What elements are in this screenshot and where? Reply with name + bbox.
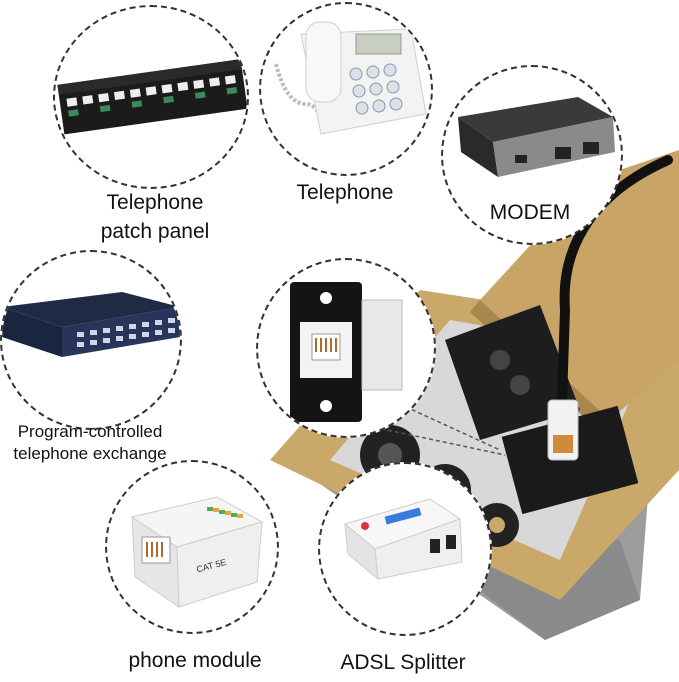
exchange-circle [0,250,182,430]
exchange-label: Program-controlled telephone exchange [13,422,167,463]
telephone-image [274,21,427,135]
modem-circle [441,65,623,245]
adsl-splitter-circle [318,462,492,636]
phone-module-circle: CAT 5E [105,460,279,634]
socket-plate [445,305,580,440]
exchange-image [2,292,180,357]
patch-panel-image [57,59,247,135]
phone-module-label: phone module [128,649,262,672]
adsl-splitter-label: ADSL Splitter [340,651,466,674]
keystone-jack-circle [256,258,436,438]
adsl-splitter-image [343,498,463,581]
brass-lid [480,150,679,420]
telephone-circle [259,2,433,176]
telephone-label: Telephone [296,181,394,204]
modem-image [458,97,615,177]
keystone-jack-image [290,282,403,422]
phone-module-image: CAT 5E [130,496,264,608]
patch-panel-label: Telephone patch panel [100,191,210,243]
patch-panel-circle [53,5,249,189]
modem-label: MODEM [489,201,571,224]
